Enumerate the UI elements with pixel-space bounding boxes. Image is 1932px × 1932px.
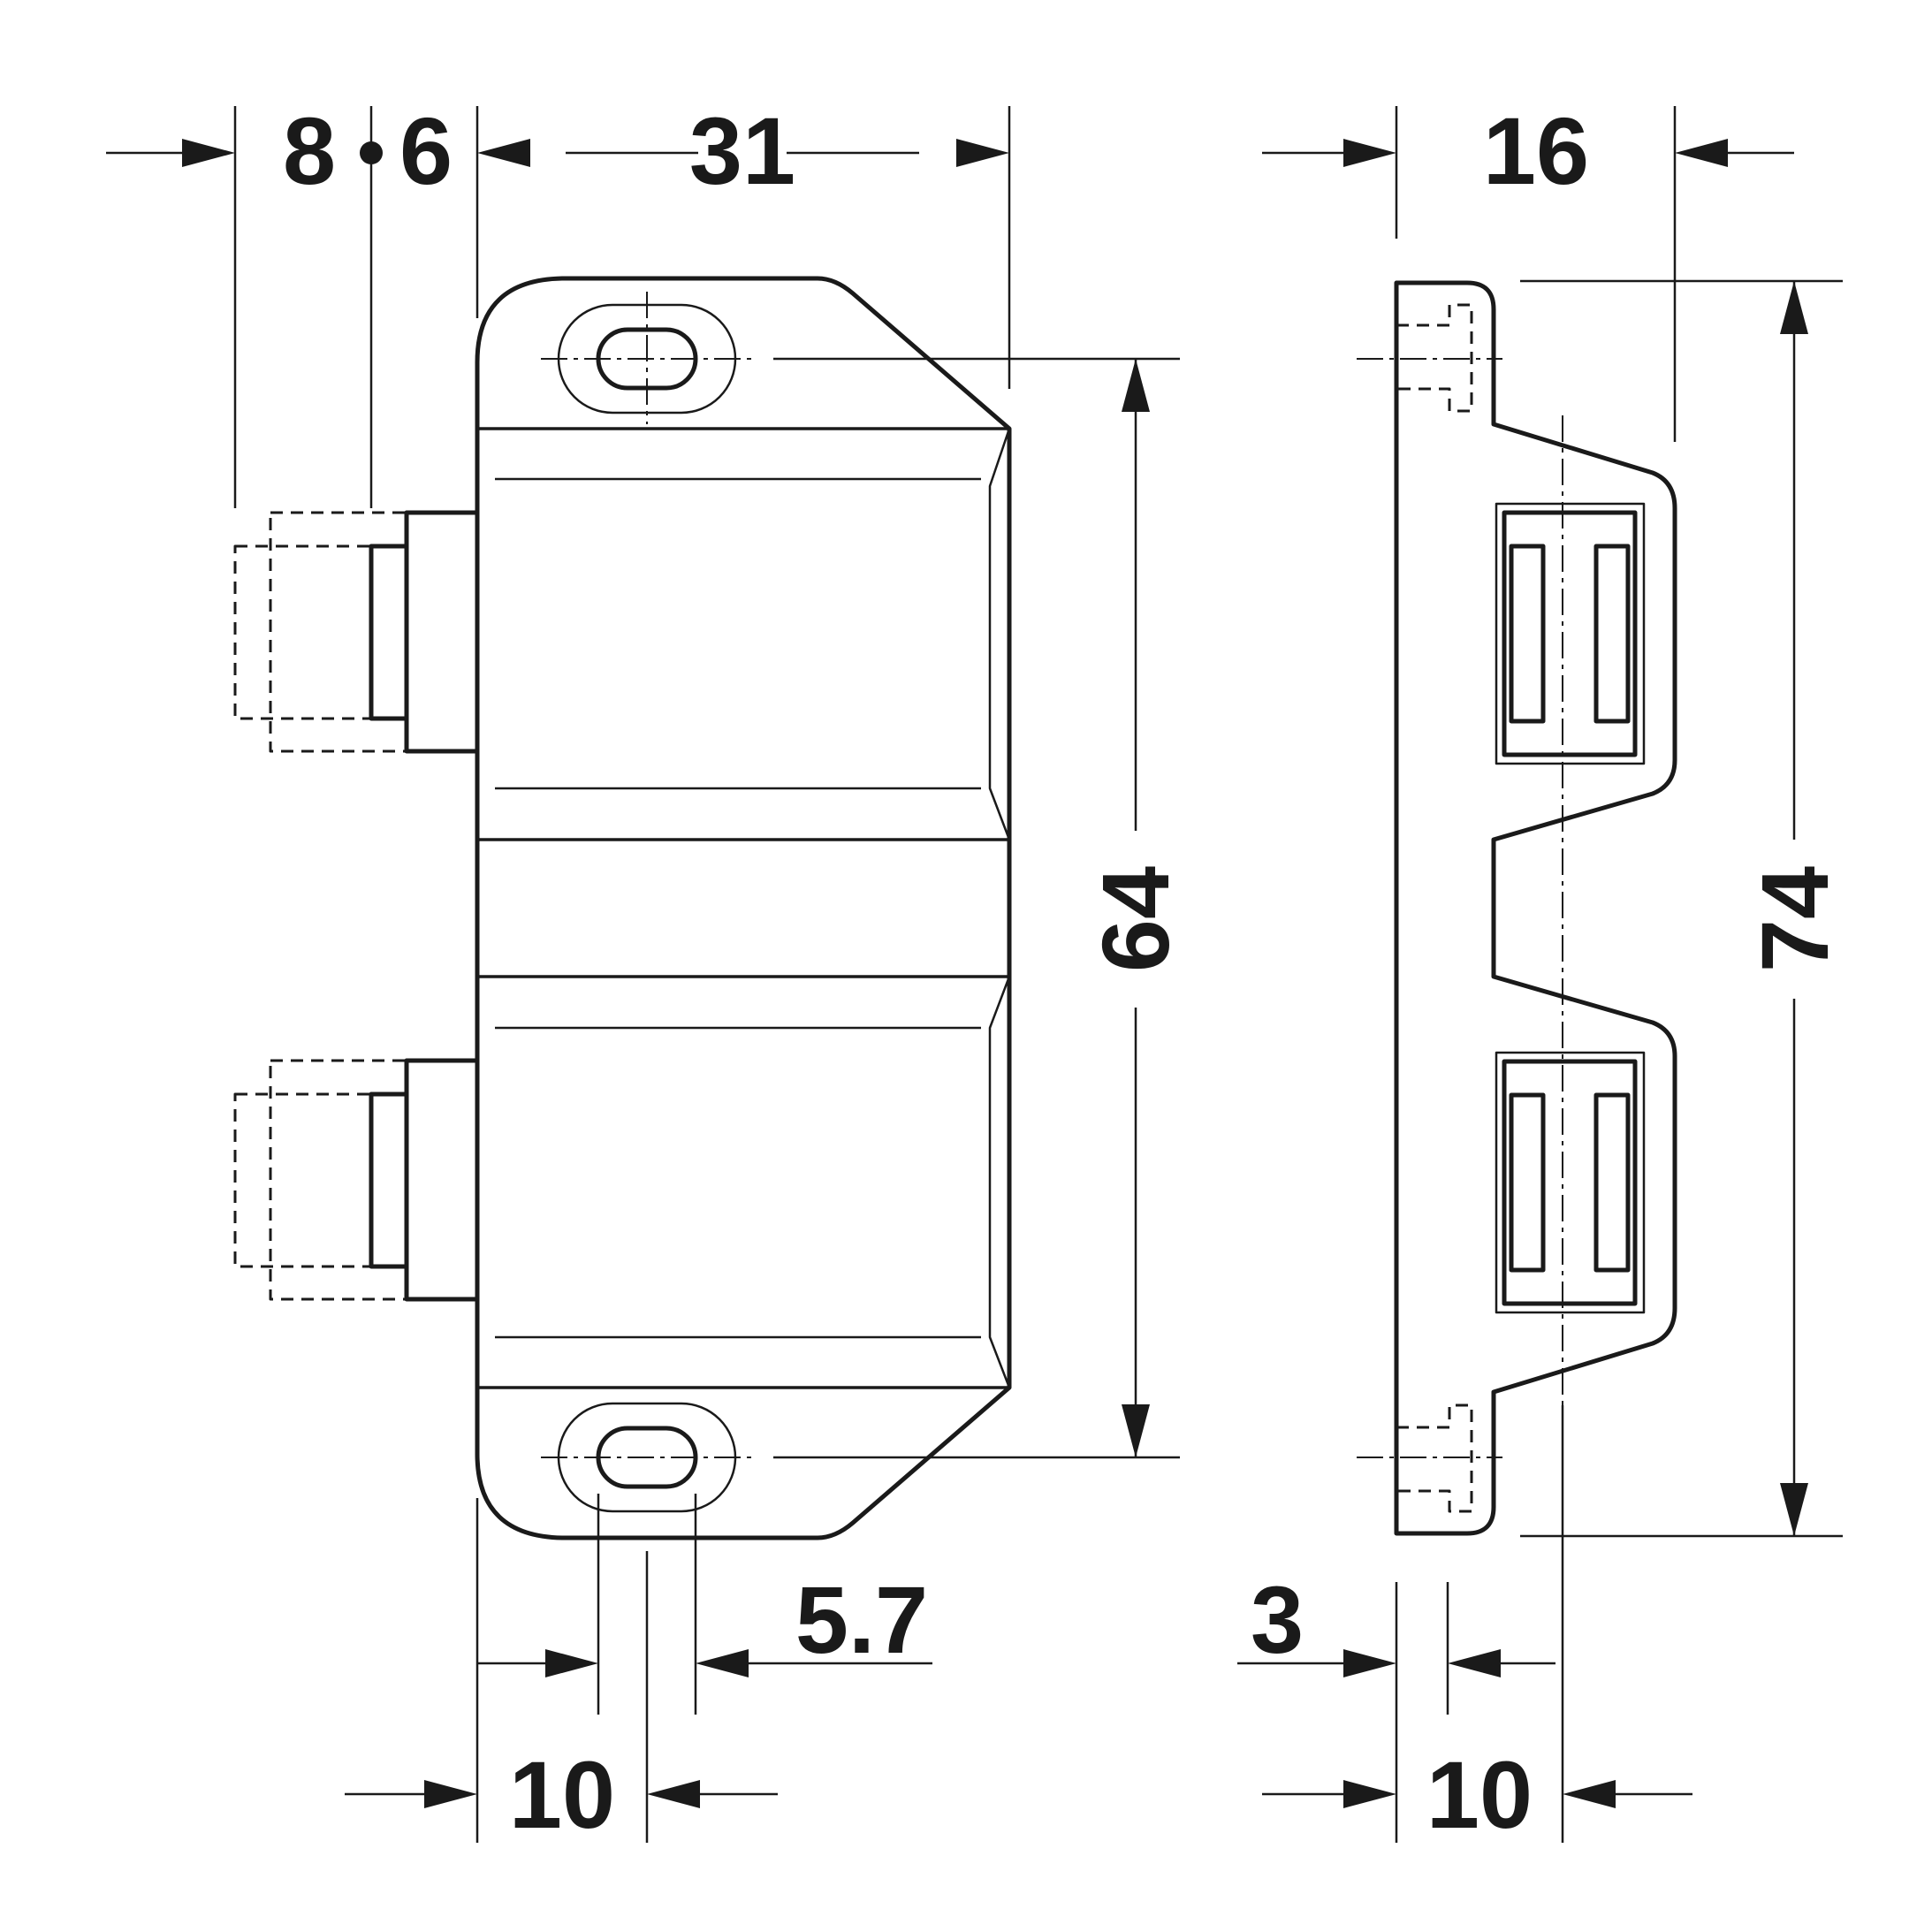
magnet-top-pole <box>1594 544 1631 724</box>
screw-hole-top <box>1396 303 1473 413</box>
dimension-6: 6 <box>399 97 453 204</box>
dimension-lines <box>106 139 1808 1808</box>
magnet-top-pole <box>1509 544 1546 724</box>
plunger-top-inner <box>369 544 409 721</box>
front-chamfer <box>988 976 1011 1388</box>
plunger-top-extended <box>269 511 408 753</box>
side-view <box>1357 280 1677 1536</box>
magnet-bottom <box>1502 1059 1638 1306</box>
dimension-74: 74 <box>1741 866 1848 972</box>
plunger-top-outer <box>404 510 480 754</box>
dimension-10-left: 10 <box>509 1741 615 1848</box>
front-body-outline <box>475 276 1012 1540</box>
dimension-64: 64 <box>1082 866 1189 972</box>
screw-hole-bottom <box>1396 1403 1473 1513</box>
dimension-3: 3 <box>1251 1566 1304 1673</box>
magnet-top <box>1502 510 1638 757</box>
side-body-outline <box>1394 280 1677 1536</box>
front-view <box>233 276 1012 1540</box>
magnet-top-frame <box>1495 502 1646 765</box>
magnet-bottom-pole <box>1594 1092 1631 1273</box>
front-chamfer <box>988 428 1011 840</box>
extension-lines <box>233 106 1843 1843</box>
magnet-bottom-pole <box>1509 1092 1546 1273</box>
plunger-bottom-extended-inner <box>233 1092 373 1268</box>
plunger-bottom-extended <box>269 1059 408 1301</box>
plunger-bottom-outer <box>404 1058 480 1302</box>
plunger-bottom-inner <box>369 1092 409 1269</box>
plunger-top-extended-inner <box>233 544 373 720</box>
dimension-dot <box>360 141 383 164</box>
dimension-5-7: 5.7 <box>795 1566 928 1673</box>
dimension-16: 16 <box>1483 97 1589 204</box>
dimension-31: 31 <box>689 97 795 204</box>
magnet-bottom-frame <box>1495 1051 1646 1314</box>
dimension-8: 8 <box>283 97 336 204</box>
dimension-10-right: 10 <box>1426 1741 1533 1848</box>
